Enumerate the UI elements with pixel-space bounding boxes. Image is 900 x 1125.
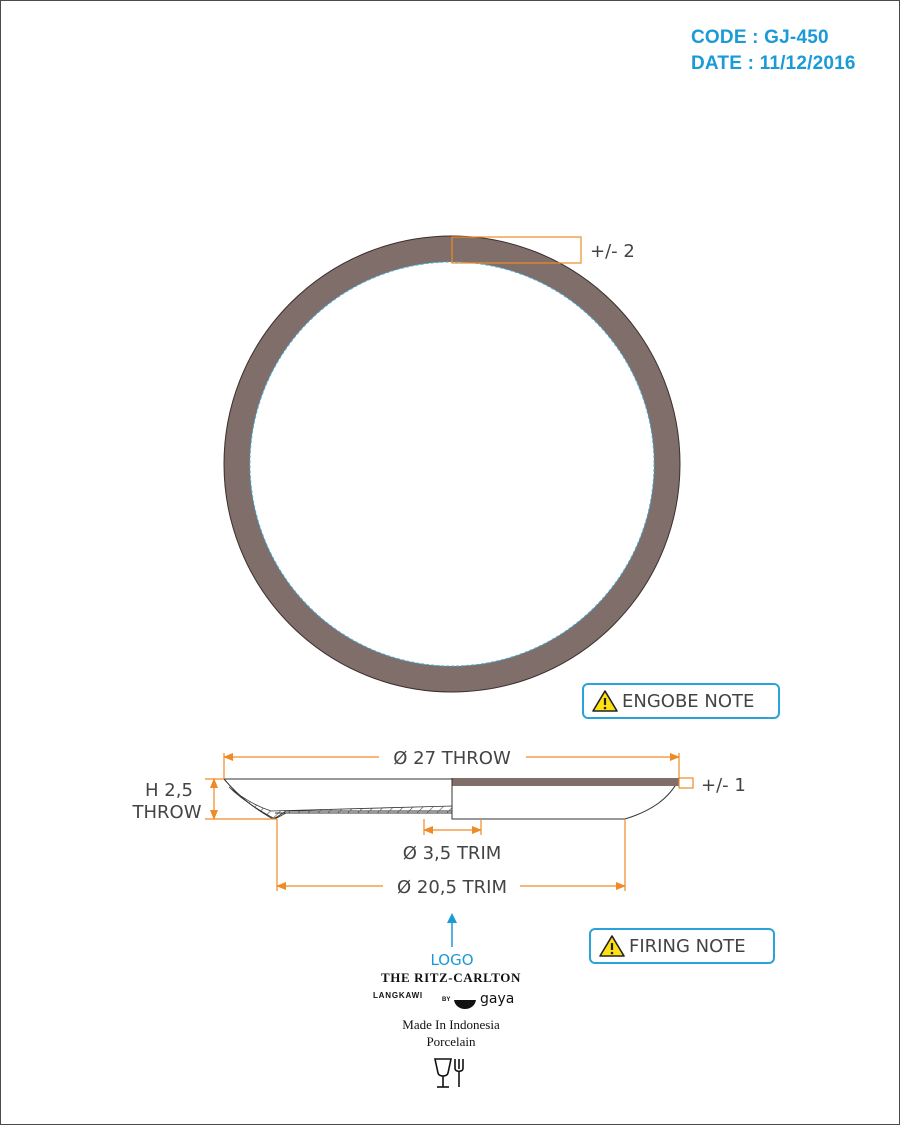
base-trim-dimension: Ø 20,5 TRIM [276, 819, 626, 898]
diameter-throw-label: Ø 27 THROW [393, 748, 511, 769]
foot-trim-dimension: Ø 3,5 TRIM [403, 819, 502, 864]
arrow-up-icon [447, 913, 457, 923]
engobe-side-band [452, 778, 679, 786]
foot-trim-label: Ø 3,5 TRIM [403, 843, 502, 864]
side-tolerance-label: +/- 1 [701, 775, 746, 796]
warning-icon [592, 690, 618, 712]
plate-top-view [223, 235, 681, 693]
rim-tolerance-callout: +/- 2 [451, 236, 635, 264]
gaya-bowl-icon [454, 1000, 476, 1009]
height-label-line2: THROW [131, 802, 201, 823]
maker-name: gaya [480, 991, 515, 1007]
height-dimension: H 2,5 THROW [131, 778, 277, 823]
plate-well-edge [249, 261, 655, 667]
side-tolerance-callout: +/- 1 [678, 775, 746, 796]
drawing-date: DATE : 11/12/2016 [691, 53, 856, 74]
plate-outer-edge [223, 235, 681, 693]
food-safe-icon [434, 1058, 464, 1088]
brand-location: LANGKAWI [373, 991, 423, 1000]
firing-note-label: FIRING NOTE [629, 935, 746, 957]
logo-pointer: LOGO [430, 913, 474, 969]
rim-tolerance-label: +/- 2 [590, 241, 635, 262]
material-label: Porcelain [426, 1034, 476, 1049]
engobe-note-button[interactable]: ENGOBE NOTE [582, 683, 780, 719]
product-code: CODE : GJ-450 [691, 27, 829, 48]
by-label: BY [442, 997, 451, 1003]
warning-icon [599, 935, 625, 957]
plate-side-view [222, 778, 680, 820]
diameter-throw-dimension: Ø 27 THROW [223, 748, 680, 779]
made-in-label: Made In Indonesia [402, 1017, 500, 1032]
brand-name: THE RITZ-CARLTON [381, 970, 521, 985]
logo-label: LOGO [430, 951, 473, 969]
firing-note-button[interactable]: FIRING NOTE [589, 928, 775, 964]
engobe-note-label: ENGOBE NOTE [622, 690, 755, 712]
height-label-line1: H 2,5 [145, 780, 193, 801]
base-trim-label: Ø 20,5 TRIM [397, 877, 507, 898]
